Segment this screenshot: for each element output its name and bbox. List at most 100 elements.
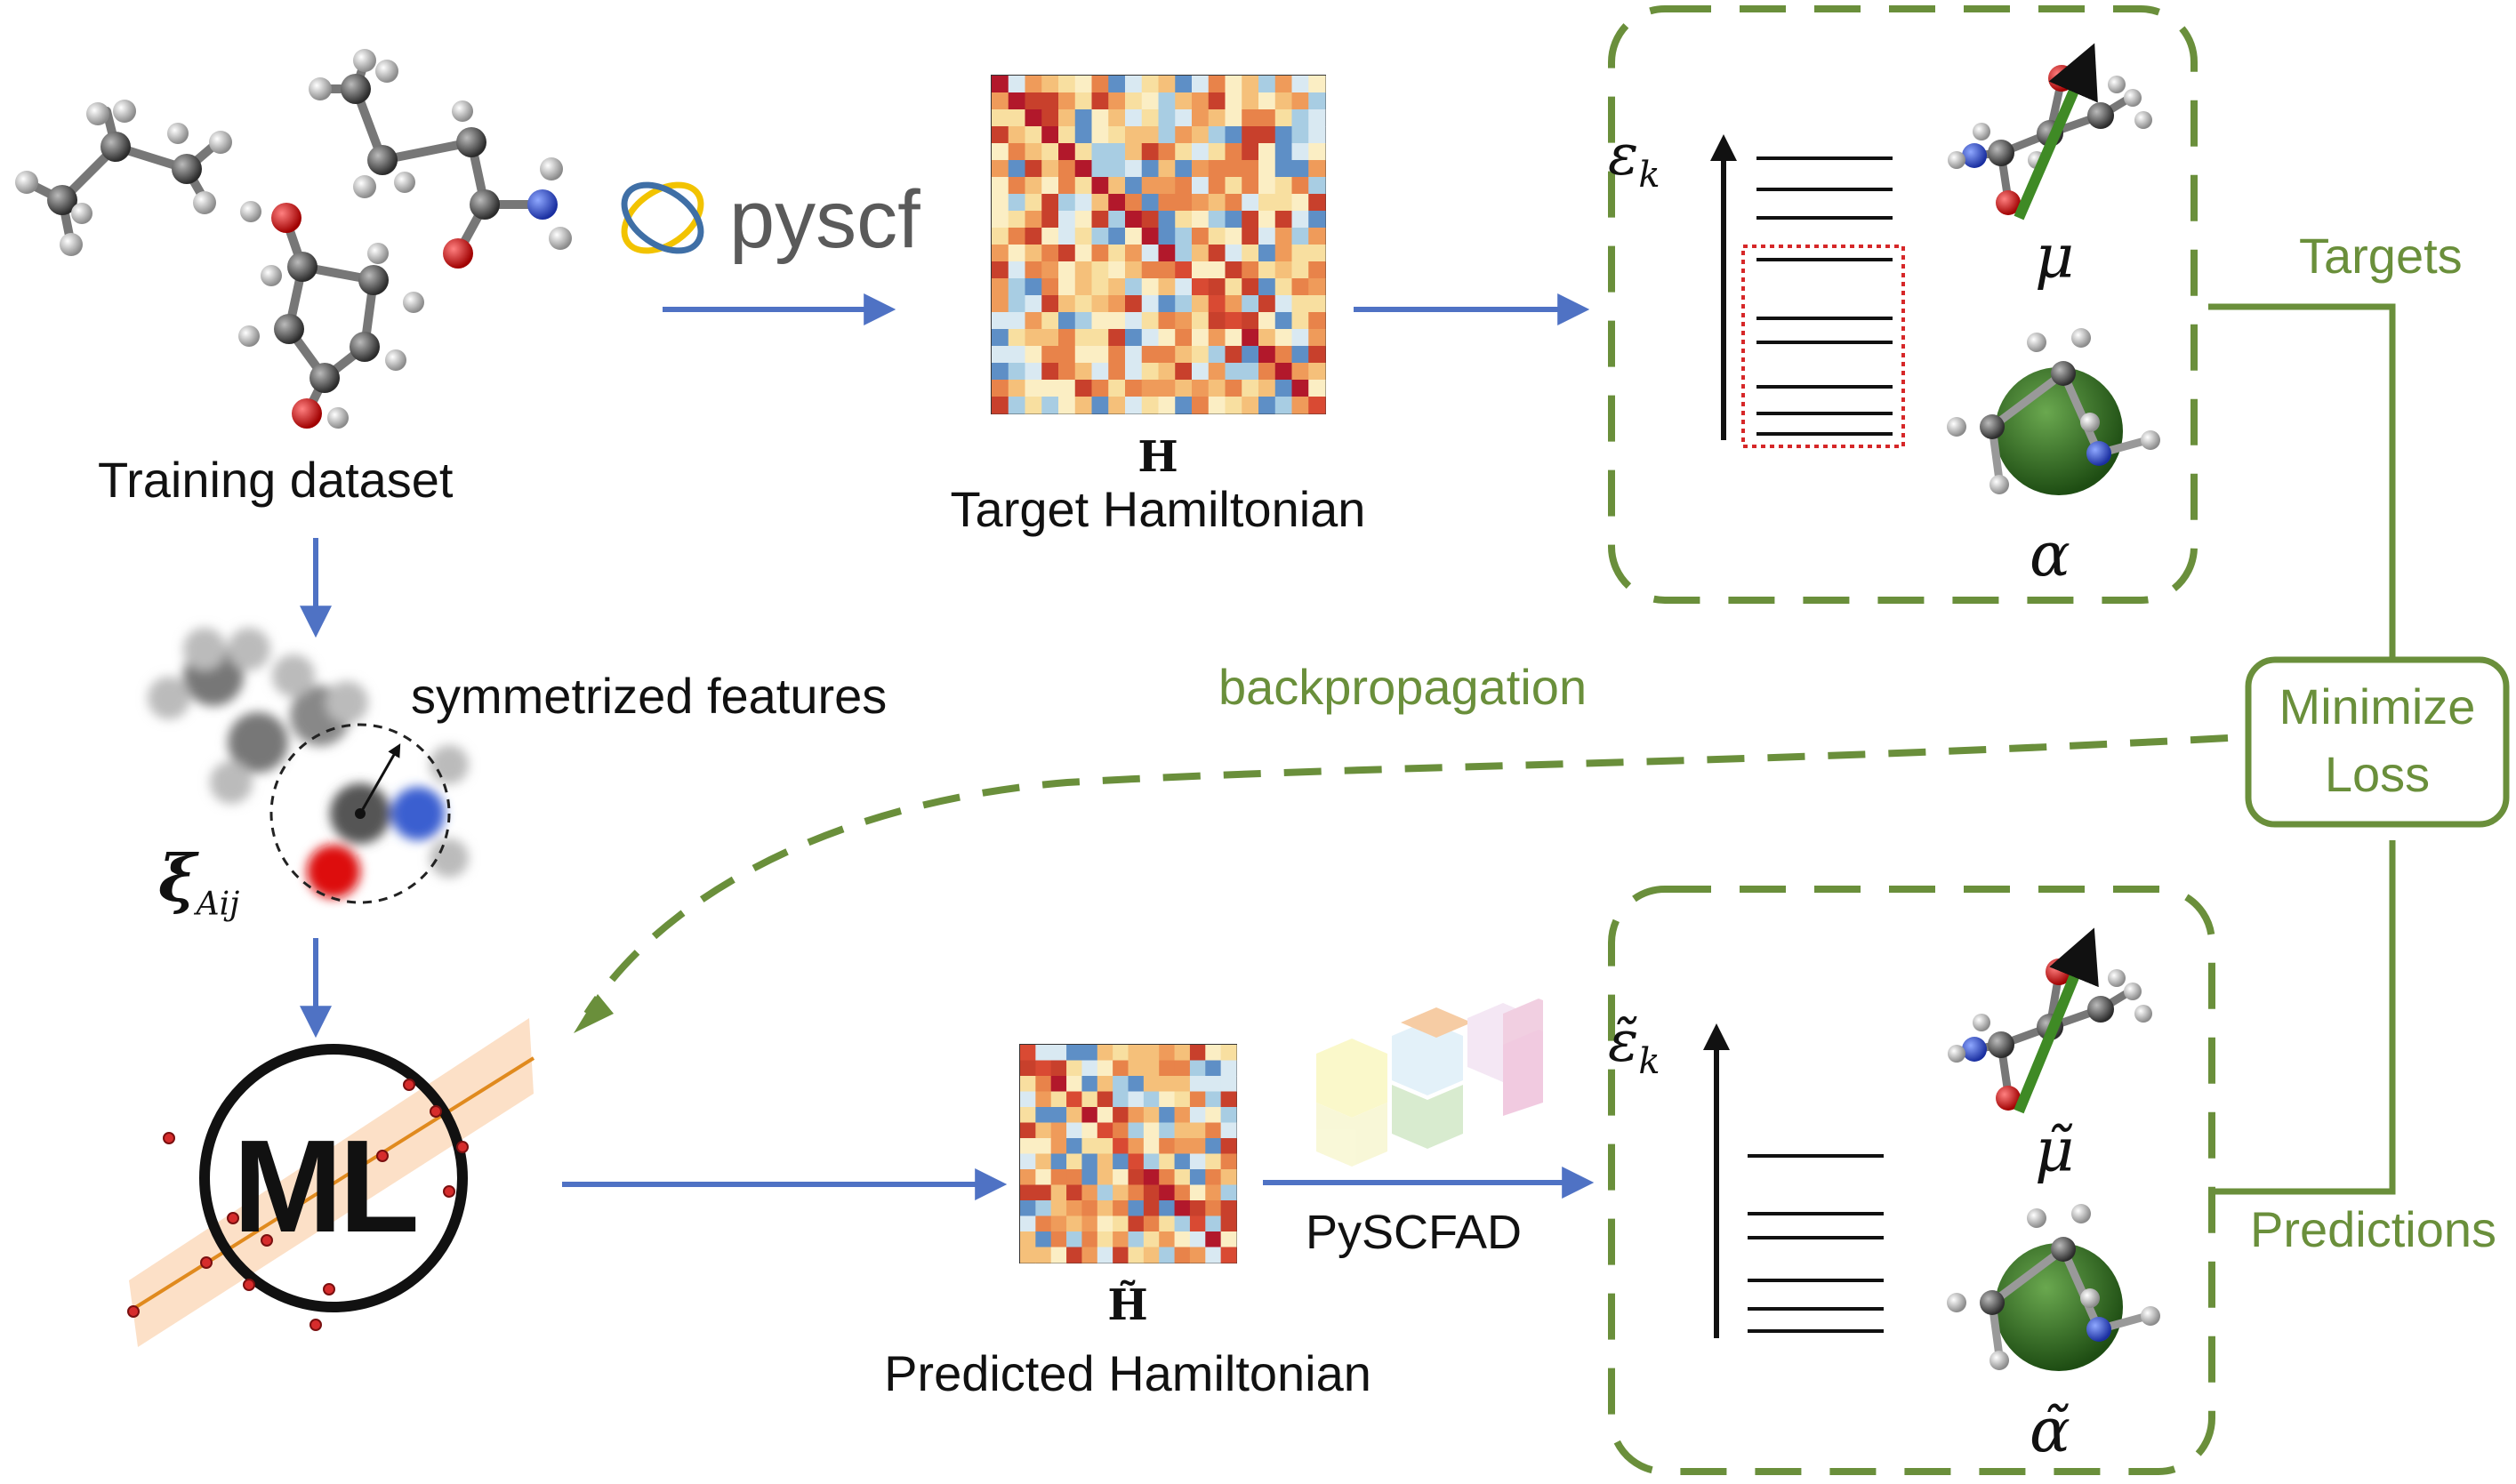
heatmap-cell: [1205, 1060, 1222, 1077]
heatmap-cell: [1125, 245, 1143, 262]
heatmap-cell: [1225, 278, 1242, 296]
heatmap-cell: [1058, 363, 1076, 381]
heatmap-cell: [1175, 92, 1193, 110]
heatmap-cell: [1274, 245, 1293, 262]
heatmap-cell: [1274, 329, 1293, 347]
heatmap-cell: [1242, 329, 1259, 347]
xi-symbol: ξ: [158, 840, 197, 916]
heatmap-cell: [1097, 1169, 1113, 1186]
heatmap-cell: [1225, 245, 1242, 262]
heatmap-cell: [1035, 1231, 1052, 1248]
heatmap-cell: [992, 329, 1009, 347]
heatmap-cell: [1081, 1091, 1098, 1108]
heatmap-cell: [1258, 109, 1276, 127]
heatmap-cell: [992, 109, 1009, 127]
heatmap-cell: [1242, 109, 1259, 127]
training-dataset-label: Training dataset: [98, 452, 454, 508]
heatmap-cell: [1158, 261, 1176, 279]
heatmap-cell: [1291, 397, 1309, 414]
energy-subscript-pred: k: [1638, 1040, 1660, 1082]
heatmap-cell: [1091, 92, 1109, 110]
heatmap-cell: [1074, 363, 1093, 381]
heatmap-cell: [1208, 312, 1226, 330]
heatmap-cell: [1091, 228, 1109, 245]
heatmap-cell: [1041, 261, 1059, 279]
heatmap-cell: [992, 228, 1009, 245]
heatmap-cell: [1208, 397, 1226, 414]
heatmap-cell: [1308, 312, 1326, 330]
heatmap-cell: [1158, 76, 1176, 93]
heatmap-cell: [1041, 177, 1059, 195]
heatmap-cell: [1291, 211, 1309, 229]
heatmap-cell: [1242, 295, 1259, 313]
heatmap-cell: [1141, 143, 1160, 161]
heatmap-cell: [1205, 1122, 1222, 1139]
heatmap-cell: [1025, 76, 1042, 93]
heatmap-cell: [1097, 1076, 1113, 1093]
heatmap-cell: [1225, 160, 1242, 178]
heatmap-cell: [1274, 397, 1293, 414]
heatmap-cell: [1174, 1138, 1191, 1155]
heatmap-cell: [1242, 92, 1259, 110]
energy-label-predictions: ε̃k: [1608, 1009, 1660, 1082]
predictions-box: [1608, 886, 2215, 1475]
pyscfad-logo-icon: [1316, 999, 1543, 1167]
heatmap-cell: [1141, 346, 1160, 364]
heatmap-cell: [1050, 1045, 1067, 1062]
heatmap-cell: [1208, 76, 1226, 93]
heatmap-cell: [1097, 1153, 1113, 1170]
heatmap-cell: [1058, 295, 1076, 313]
heatmap-cell: [1291, 177, 1309, 195]
heatmap-cell: [1141, 312, 1160, 330]
heatmap-cell: [1189, 1184, 1206, 1201]
heatmap-cell: [1074, 228, 1093, 245]
heatmap-cell: [1113, 1184, 1129, 1201]
heatmap-cell: [1158, 278, 1176, 296]
heatmap-cell: [1189, 1215, 1206, 1232]
heatmap-cell: [1308, 329, 1326, 347]
heatmap-cell: [1274, 211, 1293, 229]
heatmap-cell: [1208, 329, 1226, 347]
heatmap-cell: [1091, 261, 1109, 279]
heatmap-cell: [1050, 1107, 1067, 1124]
heatmap-cell: [1128, 1122, 1145, 1139]
predicted-hamiltonian-heatmap: [1019, 1044, 1237, 1263]
heatmap-cell: [1108, 194, 1126, 212]
heatmap-cell: [1242, 380, 1259, 397]
heatmap-cell: [1143, 1107, 1160, 1124]
heatmap-cell: [1258, 211, 1276, 229]
heatmap-cell: [1097, 1045, 1113, 1062]
heatmap-cell: [1091, 76, 1109, 93]
heatmap-cell: [1066, 1247, 1083, 1263]
heatmap-cell: [1066, 1076, 1083, 1093]
heatmap-cell: [1208, 278, 1226, 296]
heatmap-cell: [1143, 1138, 1160, 1155]
heatmap-cell: [1258, 228, 1276, 245]
heatmap-cell: [1242, 194, 1259, 212]
heatmap-cell: [1058, 397, 1076, 414]
heatmap-cell: [1128, 1184, 1145, 1201]
heatmap-cell: [1189, 1231, 1206, 1248]
heatmap-cell: [1143, 1215, 1160, 1232]
backpropagation-curve: [583, 734, 2229, 1016]
heatmap-cell: [1220, 1091, 1237, 1108]
heatmap-cell: [1008, 380, 1026, 397]
heatmap-cell: [1025, 329, 1042, 347]
heatmap-cell: [1091, 177, 1109, 195]
heatmap-cell: [1291, 160, 1309, 178]
heatmap-cell: [1050, 1247, 1067, 1263]
heatmap-cell: [1097, 1107, 1113, 1124]
heatmap-cell: [1192, 126, 1210, 144]
heatmap-cell: [1091, 126, 1109, 144]
heatmap-cell: [1113, 1045, 1129, 1062]
heatmap-cell: [1081, 1076, 1098, 1093]
heatmap-cell: [1050, 1076, 1067, 1093]
heatmap-cell: [1242, 397, 1259, 414]
heatmap-cell: [1225, 177, 1242, 195]
heatmap-cell: [1125, 194, 1143, 212]
heatmap-cell: [1091, 211, 1109, 229]
heatmap-cell: [1008, 295, 1026, 313]
heatmap-cell: [1192, 363, 1210, 381]
heatmap-cell: [1008, 228, 1026, 245]
heatmap-cell: [1035, 1169, 1052, 1186]
